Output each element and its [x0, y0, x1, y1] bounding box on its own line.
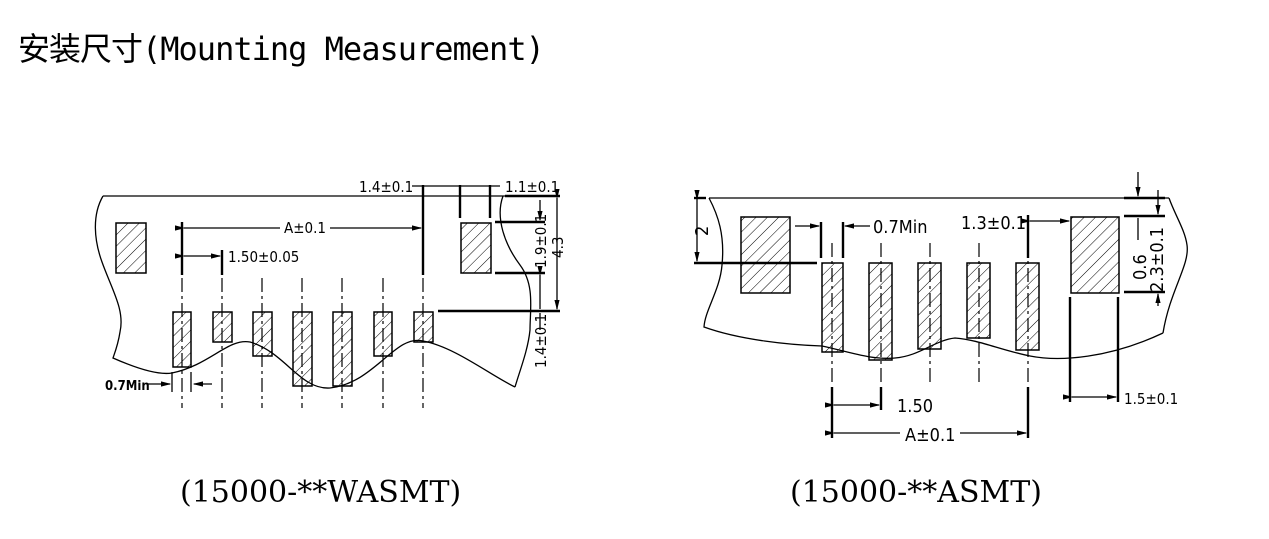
dim-side-gap: 1.3±0.1 — [961, 213, 1026, 234]
centerlines — [181, 278, 424, 408]
caption-wasmt: (15000-**WASMT) — [180, 475, 461, 510]
pcb-outline — [94, 195, 532, 389]
page-title: 安装尺寸(Mounting Measurement) — [18, 30, 545, 68]
dimension-lines — [148, 185, 560, 392]
dim-top-offset: 0.6 — [1130, 254, 1151, 280]
dim-pitch-top: 1.4±0.1 — [359, 178, 413, 196]
mount-pad-right — [460, 222, 492, 274]
left-footprint-drawing: 1.4±0.1 1.1±0.1 A±0.1 1.50±0.05 1.9±0.1 … — [94, 178, 567, 510]
dim-pitch: 1.50 — [897, 396, 933, 417]
dim-pad-width: 1.5±0.1 — [1124, 390, 1178, 408]
dim-span: A±0.1 — [284, 219, 326, 237]
dim-total-height: 4.3 — [549, 237, 567, 258]
dim-pad-width: 1.1±0.1 — [505, 178, 559, 196]
mount-pad-left — [740, 216, 791, 294]
centerlines — [831, 243, 1029, 385]
right-footprint-drawing: 2 0.7Min 1.3±0.1 0.6 2.3±0.1 1.5±0.1 1.5… — [692, 172, 1188, 510]
dim-min-gap: 0.7Min — [873, 217, 927, 238]
pcb-outline — [703, 197, 1188, 360]
dimension-lines — [694, 172, 1165, 438]
dim-pad-height: 2.3±0.1 — [1147, 227, 1168, 292]
dim-min-gap: 0.7Min — [105, 379, 150, 394]
dim-height-left: 2 — [692, 226, 713, 236]
signal-pads — [172, 311, 434, 387]
dim-pitch: 1.50±0.05 — [228, 248, 299, 266]
dim-span: A±0.1 — [905, 425, 955, 446]
caption-asmt: (15000-**ASMT) — [790, 475, 1042, 510]
dim-pad-height: 1.9±0.1 — [532, 214, 550, 268]
mount-pad-right — [1070, 216, 1120, 294]
mount-pad-left — [115, 222, 147, 274]
dim-bottom-gap: 1.4±0.1 — [532, 314, 550, 368]
